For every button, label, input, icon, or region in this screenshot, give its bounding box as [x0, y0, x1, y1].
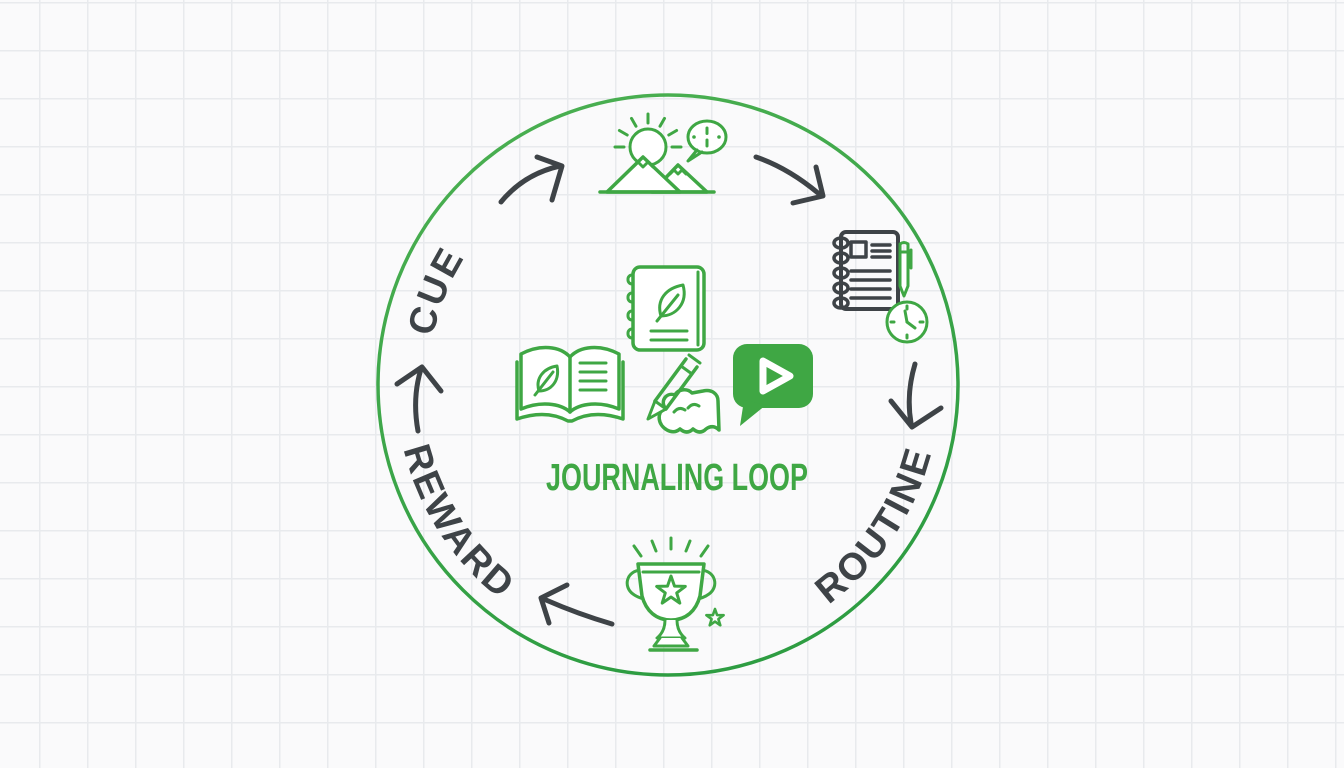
- diagram-title: JOURNALING LOOP: [546, 457, 808, 499]
- reward-to-cue-arrow: [394, 364, 444, 434]
- routine-arrow: [888, 361, 944, 430]
- pen-icon: [898, 241, 913, 298]
- cue-to-routine-arrow: [753, 154, 826, 206]
- routine-to-reward-arrow: [538, 582, 615, 627]
- sunrise-mountains-icon: [598, 112, 716, 194]
- clock-icon: [885, 300, 929, 344]
- writing-hand-pencil-icon: [646, 353, 721, 434]
- idea-speech-bubble-icon: [686, 119, 728, 163]
- cue-arrow: [498, 154, 565, 205]
- play-message-bubble-icon: [733, 344, 813, 426]
- trophy-stars-icon: [625, 536, 717, 652]
- loop-circle: [376, 93, 960, 677]
- journal-leaf-icon: [626, 265, 706, 352]
- open-book-leaf-icon: [515, 345, 625, 423]
- sparkle-star-icon: [705, 607, 725, 627]
- cue-label: CUE: [401, 240, 473, 339]
- notebook-pen-icon: [832, 230, 900, 311]
